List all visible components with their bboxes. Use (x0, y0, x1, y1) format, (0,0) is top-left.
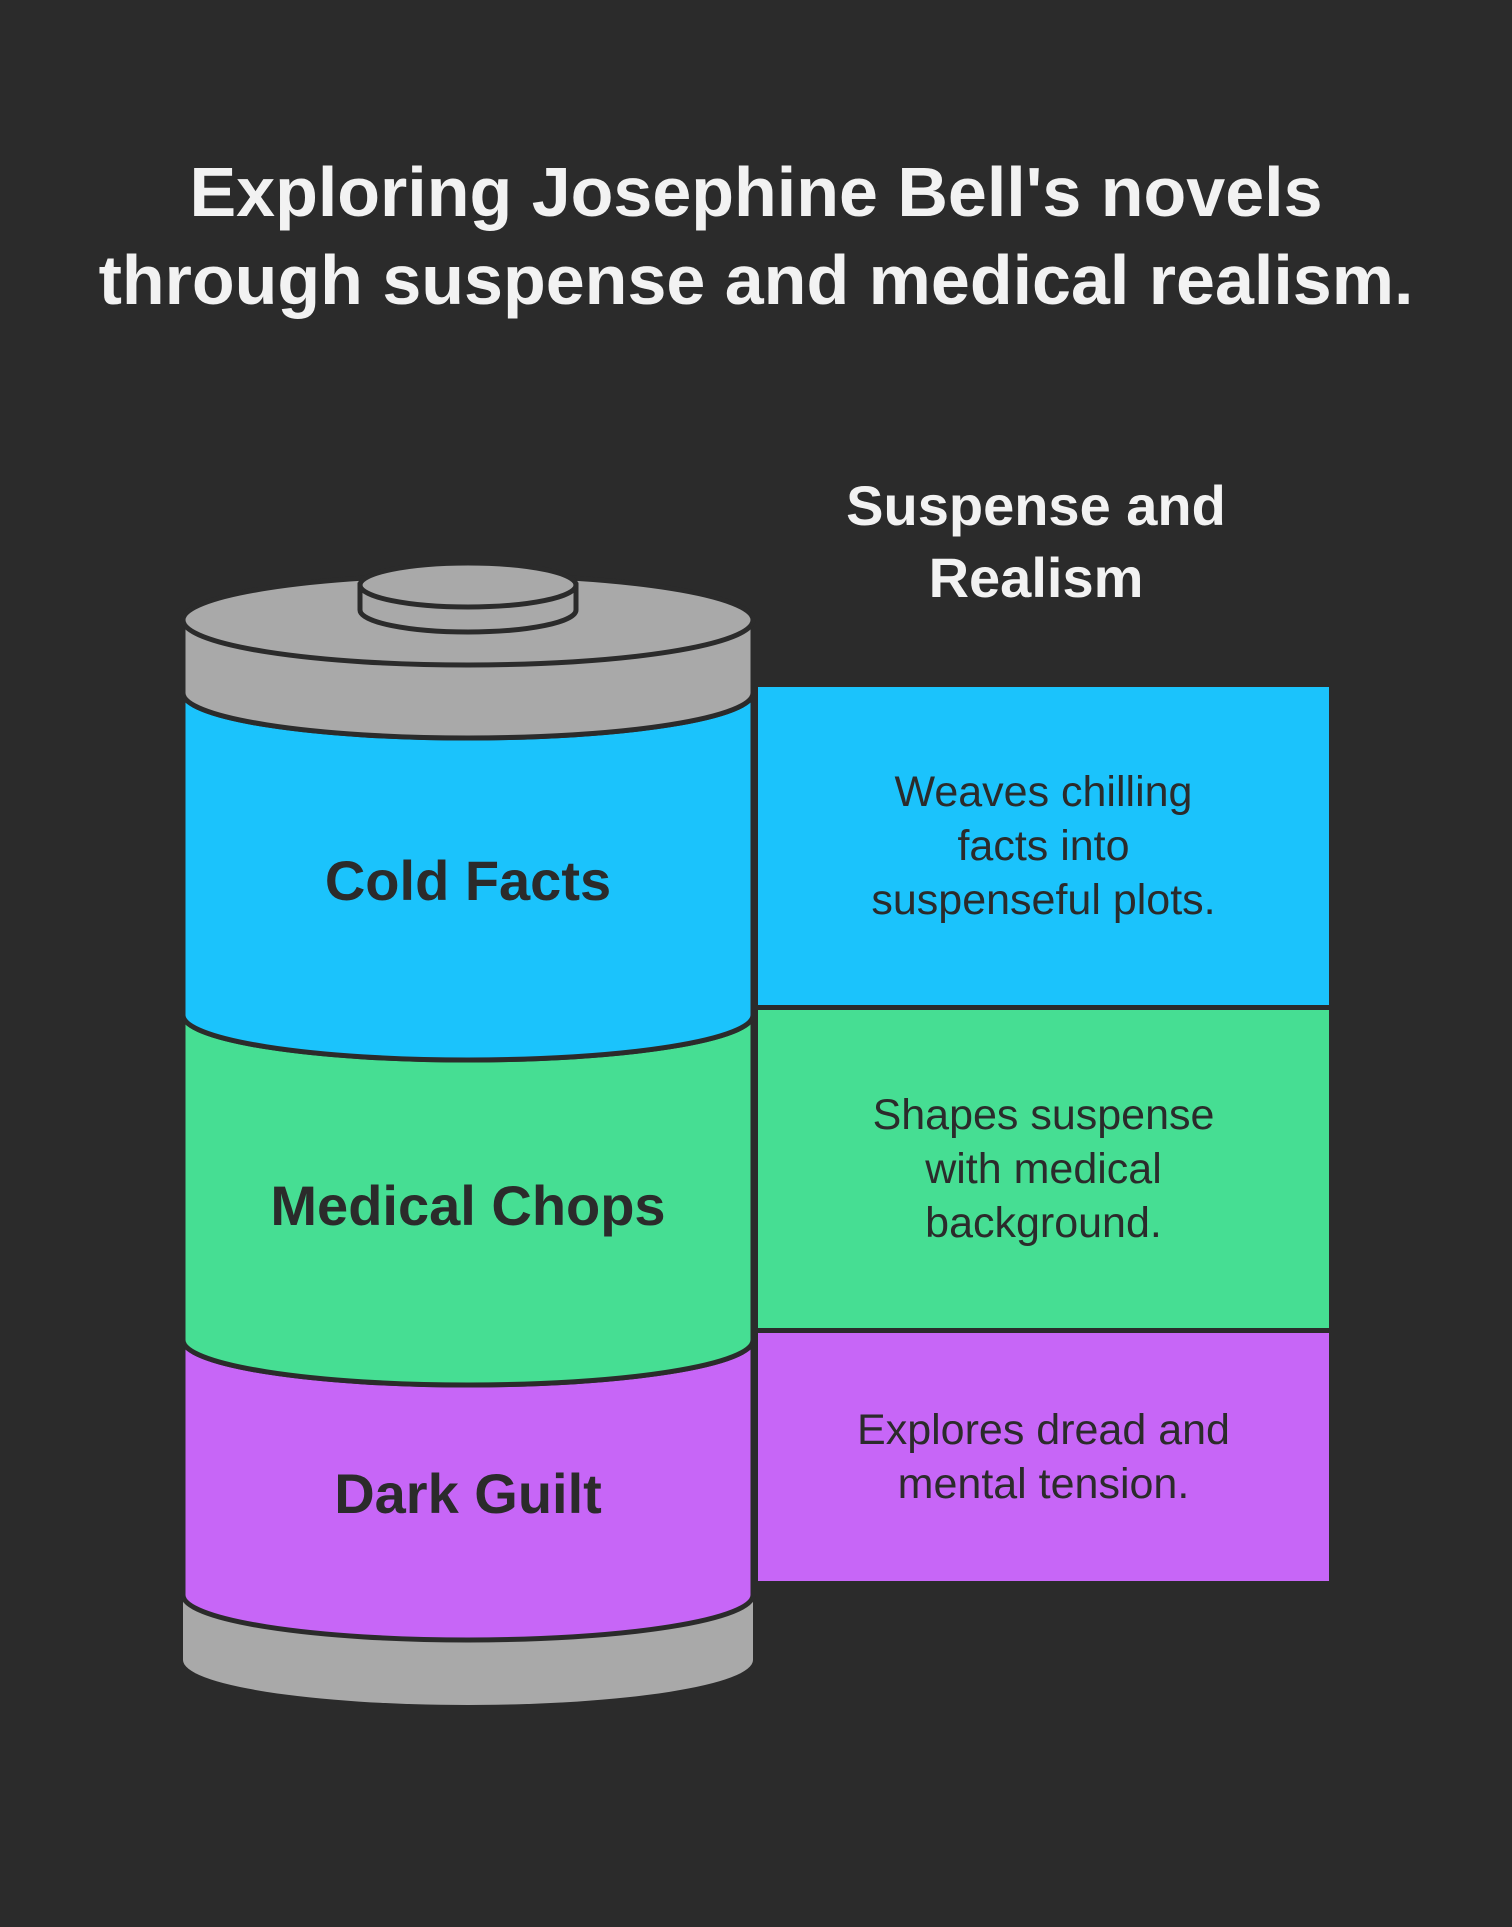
battery-terminal-top (357, 560, 579, 610)
segment-label-dark-guilt: Dark Guilt (334, 1462, 602, 1525)
column-header-line-2: Realism (928, 546, 1144, 609)
column-header-line-1: Suspense and (846, 474, 1226, 537)
title-line-1: Exploring Josephine Bell's novels (189, 153, 1323, 231)
description-line: Explores dread and (857, 1406, 1230, 1454)
description-line: with medical (925, 1145, 1162, 1193)
description-line: Shapes suspense (872, 1091, 1215, 1139)
description-box-medical-chops: Shapes suspense with medical background. (758, 1010, 1329, 1328)
title-line-2: through suspense and medical realism. (98, 241, 1414, 319)
segment-label-cold-facts: Cold Facts (325, 849, 611, 912)
description-line: facts into (957, 822, 1130, 870)
page-title: Exploring Josephine Bell's novels throug… (0, 148, 1512, 324)
description-line: mental tension. (897, 1460, 1190, 1508)
description-box-dark-guilt: Explores dread and mental tension. (758, 1333, 1329, 1581)
column-header: Suspense and Realism (780, 470, 1292, 614)
description-line: background. (925, 1199, 1162, 1247)
description-line: Weaves chilling (894, 768, 1193, 816)
description-box-cold-facts: Weaves chilling facts into suspenseful p… (758, 687, 1329, 1005)
segment-label-medical-chops: Medical Chops (270, 1174, 665, 1237)
description-line: suspenseful plots. (871, 876, 1216, 924)
